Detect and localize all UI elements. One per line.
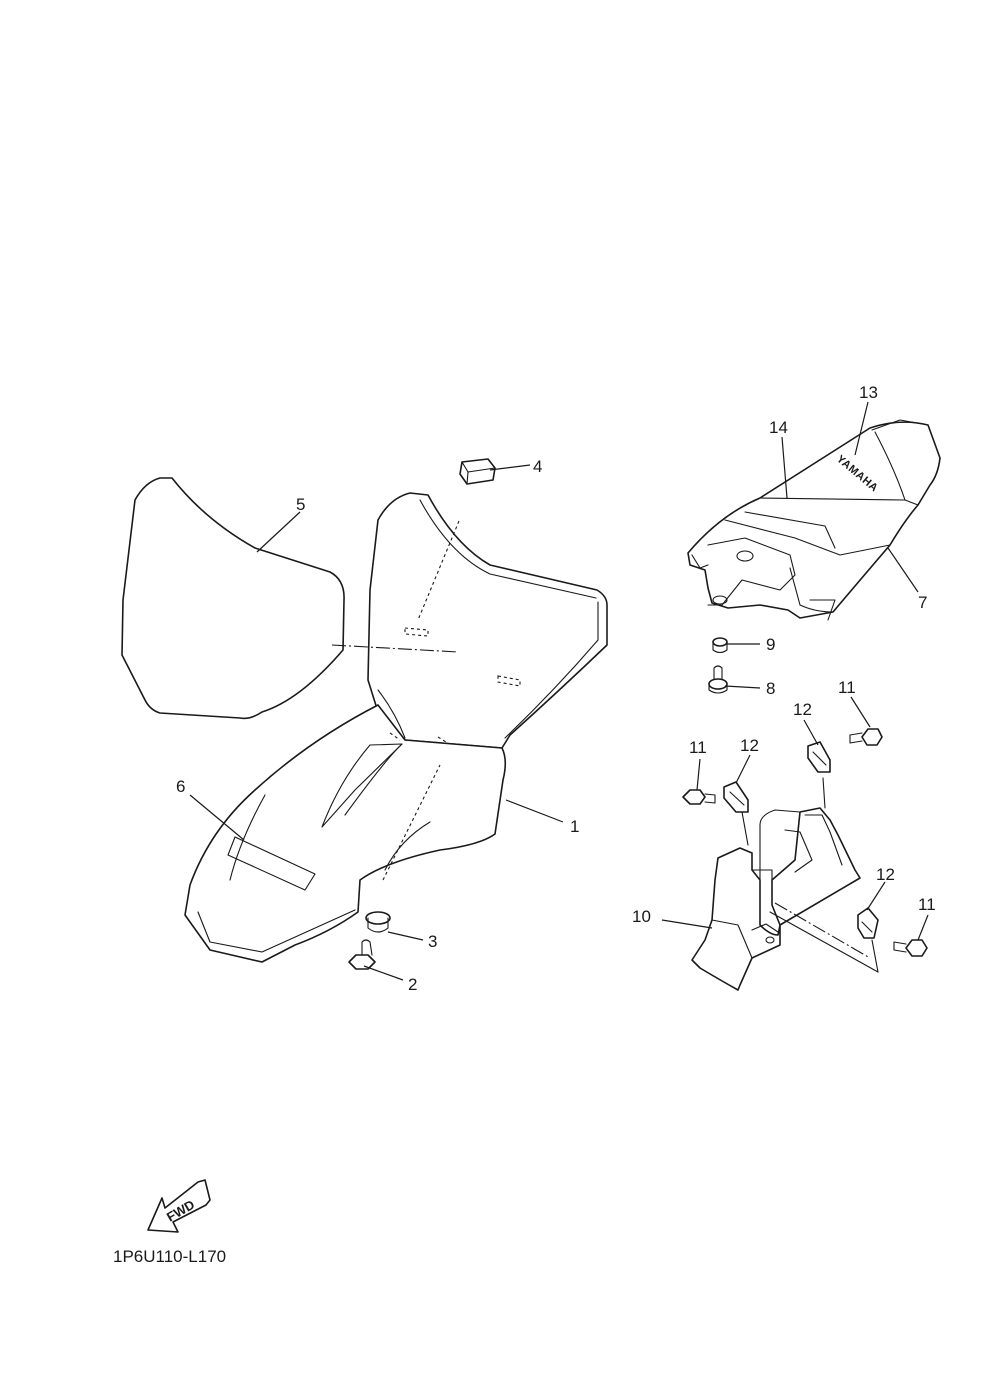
callout-9: 9 xyxy=(766,635,775,654)
forward-arrow-icon: FWD xyxy=(147,1179,211,1233)
callout-11: 11 xyxy=(838,678,856,697)
alignment-line xyxy=(774,902,871,959)
alignment-line xyxy=(741,811,749,846)
clip-nut-part-12 xyxy=(723,781,749,813)
leader-lines xyxy=(189,401,929,981)
grommet-part-9 xyxy=(712,637,728,654)
damper-part-4 xyxy=(459,458,496,485)
callout-7: 7 xyxy=(918,593,927,612)
forward-arrow-label: FWD xyxy=(164,1197,197,1225)
seat-part-7: YAMAHA xyxy=(687,419,941,621)
callout-5: 5 xyxy=(296,495,305,514)
callout-12: 12 xyxy=(876,865,895,884)
alignment-line xyxy=(331,644,459,653)
callout-11: 11 xyxy=(918,895,936,914)
alignment-line xyxy=(769,911,879,973)
collar-part-3 xyxy=(365,911,391,933)
callout-labels: 1 2 3 4 5 6 7 8 9 10 11 11 11 12 12 12 1… xyxy=(176,383,936,994)
callout-11: 11 xyxy=(689,738,707,757)
front-cover-part-1 xyxy=(184,492,608,963)
clip-nut-part-12 xyxy=(857,907,879,939)
callout-10: 10 xyxy=(632,907,651,926)
bolt-part-11 xyxy=(893,939,928,957)
alignment-line xyxy=(822,777,826,809)
bolt-part-11 xyxy=(682,789,716,805)
callout-4: 4 xyxy=(533,457,542,476)
callout-2: 2 xyxy=(408,975,417,994)
bolt-part-2 xyxy=(348,939,376,970)
clip-nut-part-12 xyxy=(807,741,831,773)
diagram-code: 1P6U110-L170 xyxy=(113,1247,226,1266)
screw-part-8 xyxy=(708,665,728,694)
callout-6: 6 xyxy=(176,777,185,796)
alignment-line xyxy=(871,939,879,973)
bracket-part-10 xyxy=(691,807,861,991)
callout-14: 14 xyxy=(769,418,788,437)
callout-8: 8 xyxy=(766,679,775,698)
callout-3: 3 xyxy=(428,932,437,951)
bolt-part-11 xyxy=(849,728,883,746)
callout-1: 1 xyxy=(570,817,579,836)
callout-12: 12 xyxy=(793,700,812,719)
side-panel-part-5 xyxy=(121,477,345,720)
callout-12: 12 xyxy=(740,736,759,755)
callout-13: 13 xyxy=(859,383,878,402)
